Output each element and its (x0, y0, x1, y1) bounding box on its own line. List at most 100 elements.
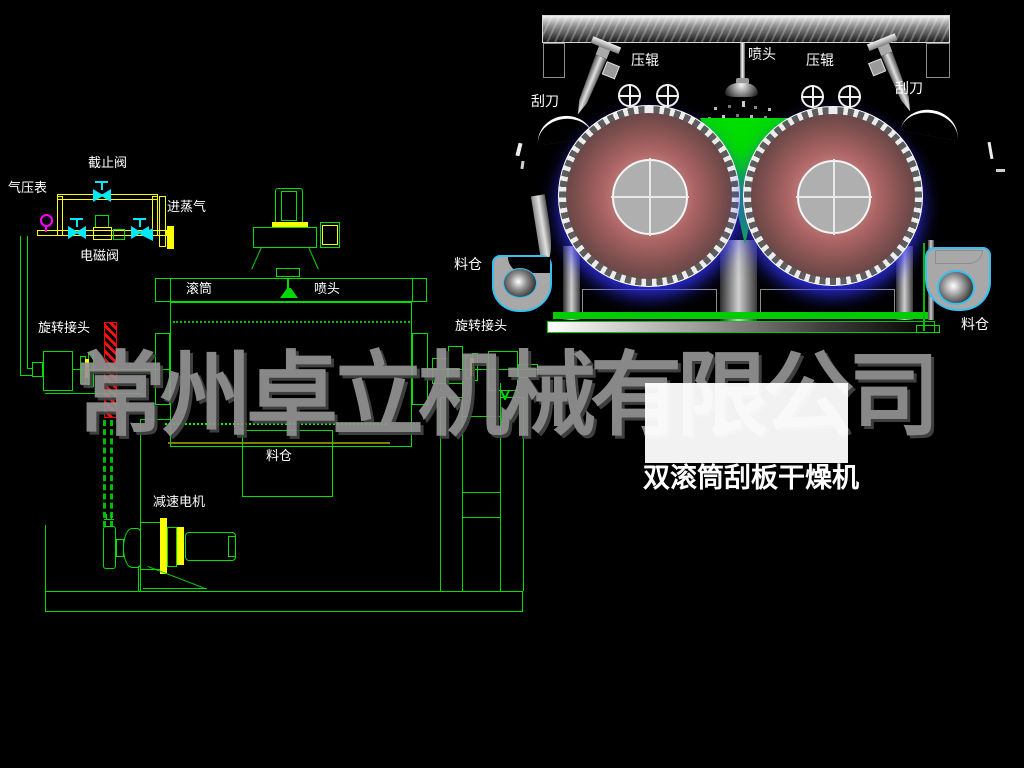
frame-left-post (140, 420, 141, 591)
frame-mid-stub (45, 393, 140, 394)
motor-pin-cap (104, 519, 114, 520)
base-left-post (45, 525, 46, 591)
motor-adapter (167, 527, 177, 567)
valve-left-icon (68, 226, 86, 239)
label-press-roller-left: 压辊 (631, 52, 659, 68)
chute-right-mouth (935, 250, 983, 264)
scraper-blade-line (168, 442, 390, 444)
hub-cross-v (832, 159, 835, 235)
title-backdrop (645, 383, 848, 463)
feeder-coupling (272, 222, 308, 227)
chute-connector-left (530, 194, 556, 262)
feeder-side-box (320, 222, 340, 248)
pad-right (760, 289, 895, 314)
beam-leg-left (543, 43, 565, 78)
label-hopper-cad: 料仓 (266, 448, 293, 463)
press-roller-2-icon (656, 84, 679, 107)
label-scraper-right: 刮刀 (895, 80, 923, 96)
stand-right-green (923, 243, 925, 331)
label-scraper-left: 刮刀 (531, 93, 559, 109)
label-spray-head: 喷头 (748, 46, 776, 62)
valve-right-stem (139, 218, 141, 227)
drum-left (558, 105, 740, 287)
solenoid-valve-body (93, 227, 112, 240)
discharge-hopper-box (242, 430, 333, 497)
label-rotary-joint-right: 旋转接头 (455, 318, 508, 333)
platform-bar (547, 321, 935, 333)
label-spray-head-cad: 喷头 (314, 281, 341, 296)
pedestal-left (563, 246, 580, 320)
flake-right-2 (996, 169, 1005, 172)
motor-bracket-post (138, 566, 139, 591)
label-drum: 滚筒 (186, 281, 213, 296)
hub-cross-v (648, 158, 651, 236)
label-stop-valve: 截止阀 (88, 155, 128, 170)
label-steam-inlet: 进蒸气 (167, 199, 207, 214)
drum-liquid-level (173, 321, 410, 323)
illustration: 刮刀 压辊 喷头 压辊 刮刀 料仓 料仓 (440, 0, 1024, 360)
chain-dashed-right (110, 420, 113, 527)
drum-lower-dotted (165, 423, 387, 425)
band-div-right (412, 279, 413, 301)
nozzle-rod (740, 43, 745, 81)
right-rotary-joint-body (488, 351, 518, 391)
label-press-roller-right: 压辊 (806, 52, 834, 68)
label-solenoid-valve: 电磁阀 (80, 248, 120, 263)
label-pressure-gauge: 气压表 (8, 180, 48, 195)
inlet-flange (167, 226, 174, 249)
pedestal-right (896, 246, 913, 320)
motor-bracket-slant (147, 566, 205, 589)
column-v2 (462, 383, 463, 591)
steam-line-outer (20, 236, 33, 376)
right-drum-flange (412, 333, 428, 405)
right-joint-cap (518, 364, 538, 378)
feeder-box (253, 227, 317, 248)
spray-droplets (742, 101, 745, 104)
column-top-right (500, 397, 524, 398)
press-roller-3-icon (801, 85, 824, 108)
nozzle-dome (725, 83, 758, 97)
drum-left-hub (611, 158, 689, 236)
column-v1 (440, 397, 441, 591)
funnel-left-edge (251, 247, 262, 270)
pressure-gauge-stem (45, 226, 47, 232)
funnel-right-edge (308, 247, 319, 270)
drum-right-hub (796, 159, 872, 235)
feeder-side-box-inner (322, 225, 338, 245)
column-v4 (523, 397, 524, 591)
chain-dashed-left (103, 420, 106, 527)
right-shaft-boxB (448, 346, 463, 384)
pedestal-center (720, 240, 757, 324)
drum-top-band (155, 278, 427, 302)
column-rung2 (462, 492, 500, 493)
label-hopper-left: 料仓 (454, 256, 482, 272)
flake-left-1 (515, 142, 523, 157)
feeder-motor-core (281, 191, 297, 221)
frame-left-stub (140, 419, 170, 420)
spray-pipe-stem (287, 278, 289, 288)
base-skid (45, 591, 523, 612)
flake-left-2 (520, 160, 525, 170)
label-rotary-joint-left: 旋转接头 (38, 320, 91, 335)
right-shaft-centerline (428, 369, 545, 370)
motor-bell (123, 528, 141, 568)
motor-flywheel (103, 526, 116, 569)
motor-pin-right (111, 514, 112, 520)
valve-right-icon (131, 226, 149, 239)
column-v3 (500, 383, 501, 591)
label-hopper-right: 料仓 (961, 316, 989, 332)
page-title: 双滚筒刮板干燥机 (643, 463, 859, 493)
motor-pin-left (106, 514, 107, 520)
motor-flange2 (177, 527, 184, 565)
material-ball-right (937, 270, 975, 305)
left-drum-flange (155, 333, 170, 405)
solenoid-valve-coil (113, 229, 125, 240)
press-roller-4-icon (838, 85, 861, 108)
left-shaft-centerline (73, 369, 170, 370)
right-shaft-boxA (432, 358, 448, 384)
scraper-body (572, 54, 606, 116)
nozzle-collar (736, 78, 749, 84)
left-rotary-joint-body (43, 351, 73, 391)
cad-diagram: 截止阀 气压表 进蒸气 电磁阀 滚筒 喷头 旋转接头 旋转接头 料仓 减速电机 (8, 155, 545, 612)
column-rung3 (462, 517, 500, 518)
